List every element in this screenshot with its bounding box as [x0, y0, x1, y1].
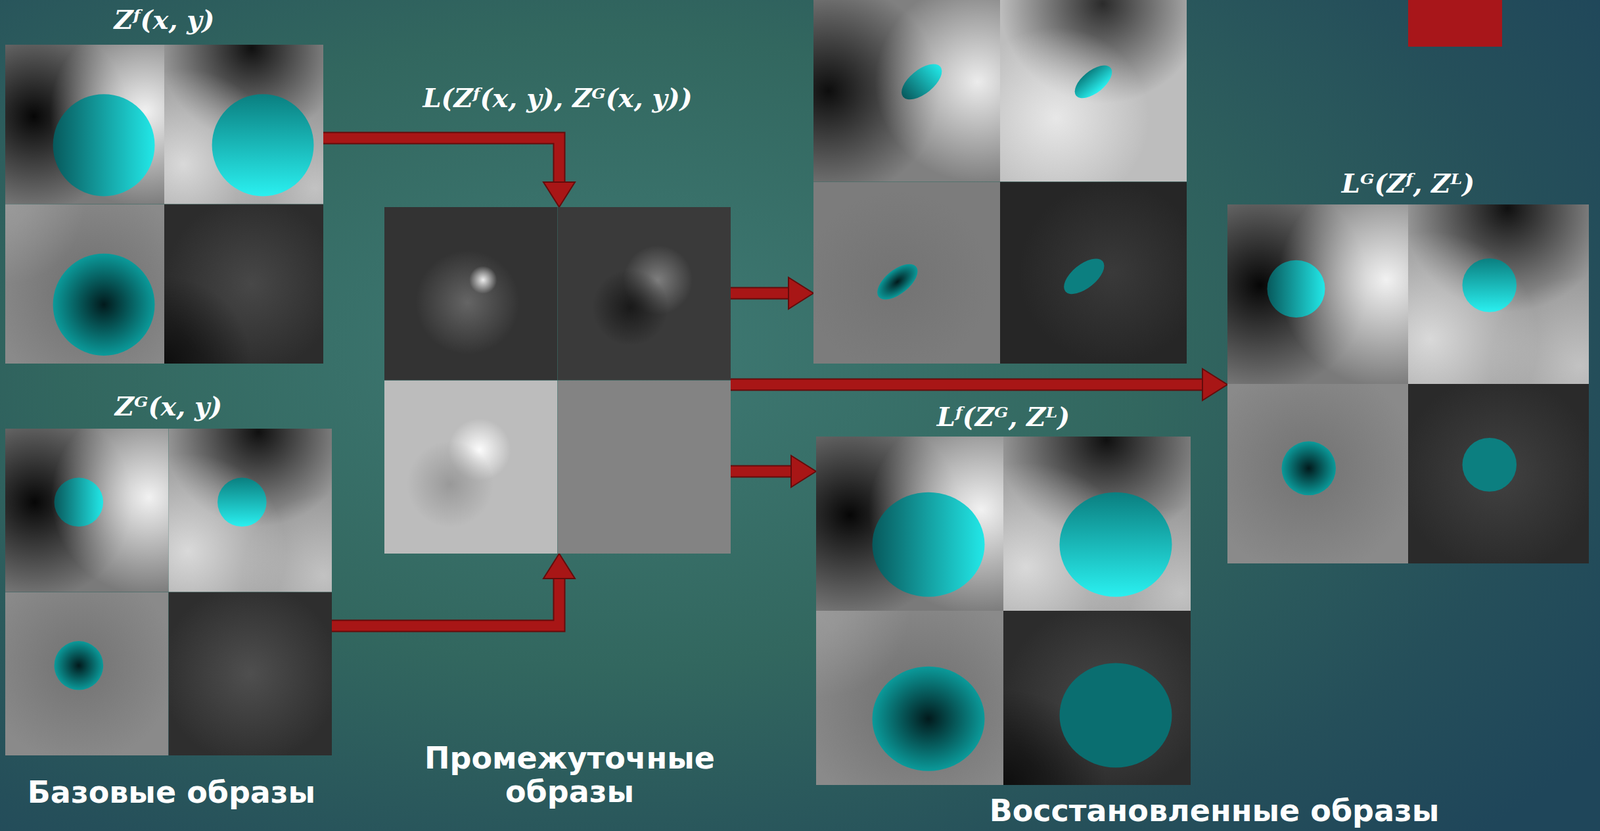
formula-heading: Lᶠ(Zᴳ, Zᴸ)	[937, 400, 1070, 433]
image-grid-box: Zᴳ(x, y)	[5, 428, 332, 755]
section-label: Восстановленные образы	[944, 793, 1484, 828]
image-grid	[5, 428, 332, 755]
arrow-shaft	[323, 137, 560, 183]
arrow-outline	[730, 465, 792, 478]
image-grid-box: L(Zᶠ(x, y), Zᴳ(x, y))	[384, 206, 731, 554]
arrow-head	[788, 277, 814, 309]
image-grid-box: Lᴳ(Zᶠ, Zᴸ)	[1227, 204, 1589, 564]
flow-arrow	[730, 368, 1228, 401]
section-label: Промежуточные образы	[411, 741, 728, 808]
formula-heading: Lᴳ(Zᶠ, Zᴸ)	[1341, 167, 1475, 200]
arrow-outline	[331, 578, 560, 626]
image-grid	[384, 206, 731, 554]
section-label: Базовые образы	[0, 775, 356, 809]
image-grid	[813, 0, 1187, 364]
image-grid-box: Zᶠ(x, y)	[5, 44, 324, 364]
flow-arrow	[323, 137, 575, 207]
flow-arrow	[730, 277, 814, 309]
arrow-outline	[323, 137, 560, 183]
formula-heading: Zᶠ(x, y)	[114, 3, 215, 36]
arrow-shaft	[331, 578, 560, 626]
arrow-shaft	[730, 466, 792, 477]
arrow-outline	[730, 287, 789, 300]
formula-heading: Zᴳ(x, y)	[114, 390, 223, 422]
flow-arrow	[331, 553, 575, 626]
arrow-head	[1202, 368, 1228, 401]
formula-heading: L(Zᶠ(x, y), Zᴳ(x, y))	[422, 82, 692, 114]
arrow-outline	[730, 378, 1203, 391]
flow-arrow	[730, 455, 817, 487]
arrow-head	[791, 455, 817, 487]
arrow-head	[543, 182, 575, 207]
accent-bar	[1408, 0, 1503, 47]
image-grid-box	[813, 0, 1187, 364]
image-grid-box: Lᶠ(Zᴳ, Zᴸ)	[816, 436, 1191, 785]
arrow-head	[543, 553, 575, 579]
arrow-shaft	[730, 288, 789, 299]
image-grid	[5, 44, 324, 364]
image-grid	[1227, 204, 1589, 564]
image-grid	[816, 436, 1191, 785]
arrow-shaft	[730, 379, 1203, 390]
